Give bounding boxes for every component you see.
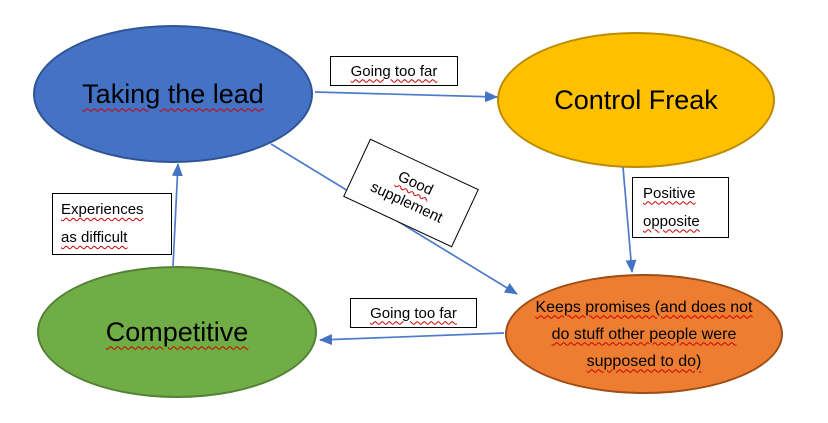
node-taking-the-lead[interactable]: Taking the lead — [33, 25, 313, 163]
edge-label-experiences-line2: as difficult — [61, 229, 128, 246]
edge-label-going-too-far-top-text: Going too far — [350, 62, 438, 80]
node-keeps-promises[interactable]: Keeps promises (and does not do stuff ot… — [505, 274, 783, 394]
node-competitive[interactable]: Competitive — [37, 266, 317, 398]
edge-label-going-too-far-bottom-text: Going too far — [370, 304, 457, 322]
node-competitive-label: Competitive — [105, 316, 249, 347]
edge-label-positive-opposite-line1: Positive — [643, 184, 696, 202]
edge-label-going-too-far-top[interactable]: Going too far — [330, 56, 458, 86]
node-keeps-promises-line1: Keeps promises (and does not — [535, 298, 753, 316]
edge-control-freak-to-keeps-promises[interactable] — [622, 166, 637, 273]
node-control-freak-label: Control Freak — [554, 84, 718, 115]
edge-taking-the-lead-to-control-freak[interactable] — [314, 91, 498, 103]
edge-keeps-promises-to-competitive[interactable] — [319, 332, 505, 346]
node-control-freak[interactable]: Control Freak — [497, 32, 775, 168]
edge-label-experiences-line1: Experiences — [61, 201, 144, 218]
edge-label-experiences-as-difficult[interactable]: Experiences as difficult — [52, 193, 172, 255]
edge-competitive-to-taking-the-lead[interactable] — [171, 163, 183, 267]
node-taking-the-lead-label: Taking the lead — [82, 78, 264, 109]
edge-label-going-too-far-bottom[interactable]: Going too far — [350, 298, 477, 328]
edge-label-positive-opposite-line2: opposite — [643, 212, 700, 230]
node-keeps-promises-line2: do stuff other people were — [551, 325, 737, 343]
node-keeps-promises-line3: supposed to do) — [586, 352, 702, 370]
edge-label-positive-opposite[interactable]: Positive opposite — [632, 177, 729, 238]
